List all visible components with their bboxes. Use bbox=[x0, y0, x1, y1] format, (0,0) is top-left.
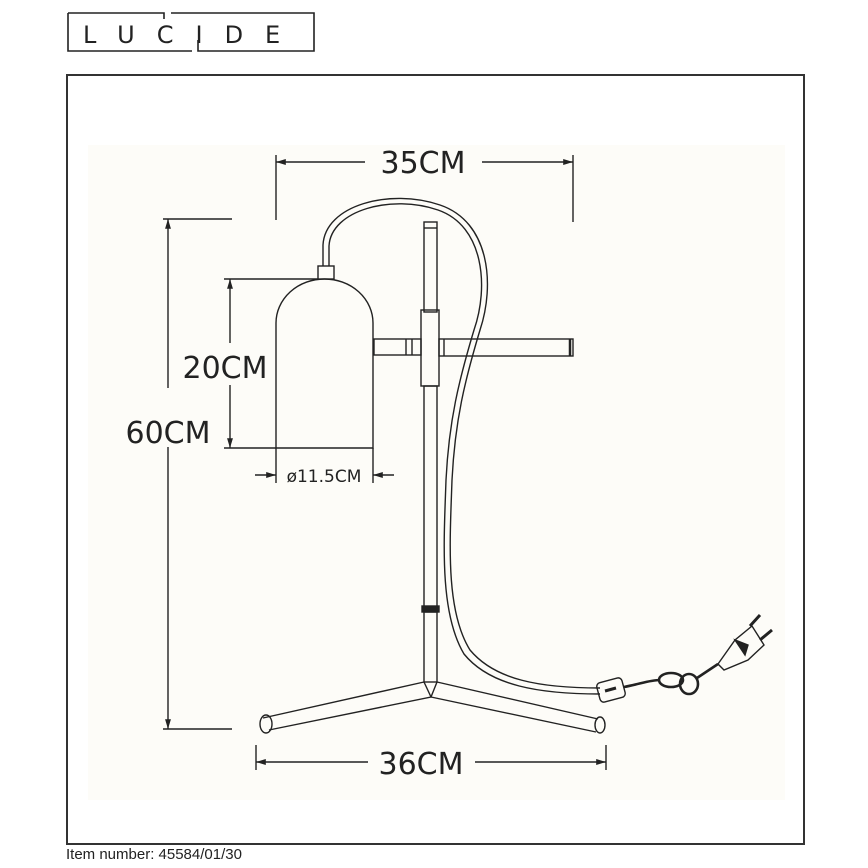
total-height-label: 60CM bbox=[125, 416, 210, 451]
shade-diameter-dimension bbox=[255, 448, 394, 483]
base-width-label: 36CM bbox=[378, 747, 463, 782]
logo-text: LUCIDE bbox=[83, 21, 302, 49]
shade-height-label: 20CM bbox=[182, 351, 267, 386]
lamp-arm bbox=[373, 338, 574, 357]
power-plug bbox=[717, 613, 773, 671]
base-width-dimension bbox=[255, 745, 607, 770]
arm-width-dimension bbox=[275, 155, 574, 222]
cord-switch bbox=[596, 677, 626, 703]
lucide-logo: LUCIDE bbox=[67, 12, 315, 52]
arm-width-label: 35CM bbox=[380, 146, 465, 181]
shade-diameter-label: ø11.5CM bbox=[287, 467, 362, 487]
lamp-shade bbox=[275, 265, 374, 449]
item-number: Item number: 45584/01/30 bbox=[66, 846, 242, 863]
total-height-dimension bbox=[163, 218, 232, 730]
coiled-cord bbox=[623, 662, 719, 696]
lamp-cable bbox=[322, 197, 601, 695]
shade-height-dimension bbox=[224, 278, 318, 449]
drawing-frame bbox=[66, 74, 805, 845]
lamp-stem bbox=[420, 221, 440, 683]
lamp-base bbox=[259, 681, 606, 734]
